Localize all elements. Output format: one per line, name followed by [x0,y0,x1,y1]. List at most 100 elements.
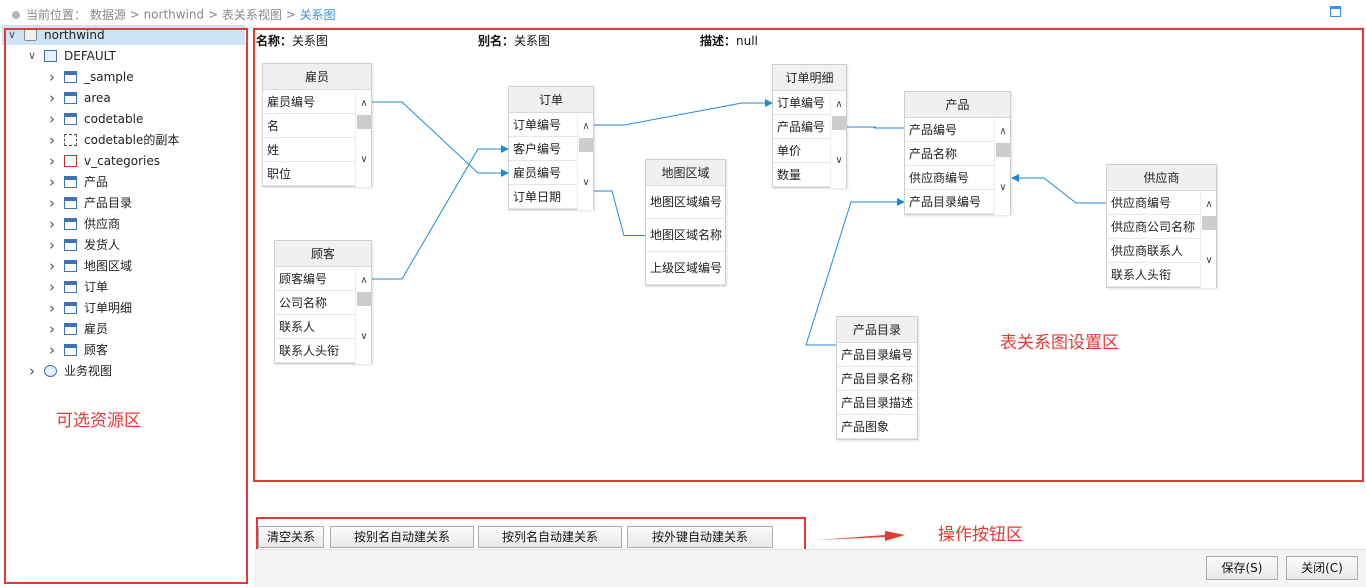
expand-arrow-icon[interactable]: › [49,131,55,149]
table-field[interactable]: 联系人 [275,315,355,339]
tree-node[interactable]: ›area [2,88,245,108]
table-node[interactable]: 订单订单编号客户编号雇员编号订单日期∧∨ [508,86,594,210]
table-scrollbar[interactable]: ∧∨ [994,119,1010,215]
tree-node[interactable]: ›地图区域 [2,256,245,276]
table-field[interactable]: 上级区域编号 [646,252,725,285]
table-field[interactable]: 职位 [263,162,355,186]
table-node-title[interactable]: 顾客 [275,241,371,267]
table-scrollbar[interactable]: ∧∨ [577,114,593,210]
table-node[interactable]: 地图区域地图区域编号地图区域名称上级区域编号 [645,159,726,286]
scroll-down-icon[interactable]: ∨ [360,154,368,165]
scroll-down-icon[interactable]: ∨ [582,177,590,188]
auto-relate-by-alias-button[interactable]: 按别名自动建关系 [330,526,474,548]
tree-node[interactable]: ∨northwind [2,25,245,45]
scroll-thumb[interactable] [357,292,371,306]
expand-arrow-icon[interactable]: › [49,341,55,359]
expand-arrow-icon[interactable]: › [49,257,55,275]
table-node[interactable]: 顾客顾客编号公司名称联系人联系人头衔∧∨ [274,240,372,364]
table-field[interactable]: 产品目录描述 [837,391,917,415]
table-node-title[interactable]: 产品目录 [837,317,917,343]
scroll-thumb[interactable] [579,138,593,152]
relation-line[interactable] [372,145,509,280]
scroll-down-icon[interactable]: ∨ [835,155,843,166]
table-field[interactable]: 订单编号 [773,91,830,115]
table-field[interactable]: 姓 [263,138,355,162]
table-field[interactable]: 数量 [773,163,830,187]
tree-node[interactable]: ›订单明细 [2,298,245,318]
table-scrollbar[interactable]: ∧∨ [355,91,371,187]
table-field[interactable]: 单价 [773,139,830,163]
table-scrollbar[interactable]: ∧∨ [830,92,846,188]
expand-arrow-icon[interactable]: › [49,68,55,86]
expand-arrow-icon[interactable]: › [49,173,55,191]
table-field[interactable]: 订单日期 [509,185,577,209]
table-field[interactable]: 地图区域名称 [646,219,725,252]
scroll-up-icon[interactable]: ∧ [999,126,1007,137]
scroll-thumb[interactable] [996,143,1010,157]
table-field[interactable]: 客户编号 [509,137,577,161]
tree-node[interactable]: ›顾客 [2,340,245,360]
scroll-thumb[interactable] [1202,216,1216,230]
maximize-icon[interactable] [1330,6,1341,17]
expand-arrow-icon[interactable]: › [49,194,55,212]
table-node[interactable]: 产品目录产品目录编号产品目录名称产品目录描述产品图象 [836,316,918,440]
scroll-down-icon[interactable]: ∨ [360,331,368,342]
table-field[interactable]: 供应商联系人 [1107,239,1200,263]
relation-line[interactable] [1011,174,1106,204]
tree-node[interactable]: ›产品目录 [2,193,245,213]
table-field[interactable]: 名 [263,114,355,138]
table-node-title[interactable]: 供应商 [1107,165,1216,191]
breadcrumb-item-northwind[interactable]: northwind [143,7,205,22]
table-field[interactable]: 联系人头衔 [275,339,355,363]
collapse-arrow-icon[interactable]: ∨ [7,28,17,41]
scroll-up-icon[interactable]: ∧ [1205,199,1213,210]
expand-arrow-icon[interactable]: › [49,215,55,233]
tree-node[interactable]: ›codetable [2,109,245,129]
table-field[interactable]: 订单编号 [509,113,577,137]
expand-arrow-icon[interactable]: › [49,89,55,107]
clear-relations-button[interactable]: 清空关系 [258,526,324,548]
tree-node[interactable]: ›订单 [2,277,245,297]
table-field[interactable]: 雇员编号 [263,90,355,114]
tree-node[interactable]: ›业务视图 [2,361,245,381]
table-field[interactable]: 地图区域编号 [646,186,725,219]
auto-relate-by-foreign-key-button[interactable]: 按外键自动建关系 [627,526,773,548]
table-field[interactable]: 产品编号 [905,118,994,142]
tree-node[interactable]: ›发货人 [2,235,245,255]
tree-node[interactable]: ›codetable的副本 [2,130,245,150]
table-node[interactable]: 订单明细订单编号产品编号单价数量∧∨ [772,64,847,188]
relation-line[interactable] [594,99,773,126]
table-field[interactable]: 产品目录编号 [837,343,917,367]
expand-arrow-icon[interactable]: › [49,278,55,296]
table-field[interactable]: 供应商编号 [905,166,994,190]
scroll-down-icon[interactable]: ∨ [1205,255,1213,266]
expand-arrow-icon[interactable]: › [49,236,55,254]
tree-node[interactable]: ›供应商 [2,214,245,234]
table-field[interactable]: 产品编号 [773,115,830,139]
table-field[interactable]: 供应商公司名称 [1107,215,1200,239]
table-scrollbar[interactable]: ∧∨ [355,268,371,364]
expand-arrow-icon[interactable]: › [49,110,55,128]
breadcrumb-item-relation-view[interactable]: 表关系视图 [221,8,282,22]
table-node-title[interactable]: 订单明细 [773,65,846,91]
table-field[interactable]: 联系人头衔 [1107,263,1200,287]
breadcrumb-item-datasource[interactable]: 数据源 [89,8,126,22]
save-button[interactable]: 保存(S) [1206,556,1278,580]
table-node-title[interactable]: 产品 [905,92,1010,118]
expand-arrow-icon[interactable]: › [49,299,55,317]
table-node[interactable]: 产品产品编号产品名称供应商编号产品目录编号∧∨ [904,91,1011,215]
scroll-up-icon[interactable]: ∧ [360,98,368,109]
scroll-up-icon[interactable]: ∧ [360,275,368,286]
table-node-title[interactable]: 地图区域 [646,160,725,186]
scroll-up-icon[interactable]: ∧ [582,121,590,132]
table-node[interactable]: 供应商供应商编号供应商公司名称供应商联系人联系人头衔∧∨ [1106,164,1217,288]
scroll-down-icon[interactable]: ∨ [999,182,1007,193]
scroll-thumb[interactable] [832,116,846,130]
table-field[interactable]: 雇员编号 [509,161,577,185]
scroll-up-icon[interactable]: ∧ [835,99,843,110]
tree-node[interactable]: ∨DEFAULT [2,46,245,66]
relation-line[interactable] [594,190,645,236]
tree-node[interactable]: ›雇员 [2,319,245,339]
expand-arrow-icon[interactable]: › [49,152,55,170]
collapse-arrow-icon[interactable]: ∨ [27,49,37,62]
